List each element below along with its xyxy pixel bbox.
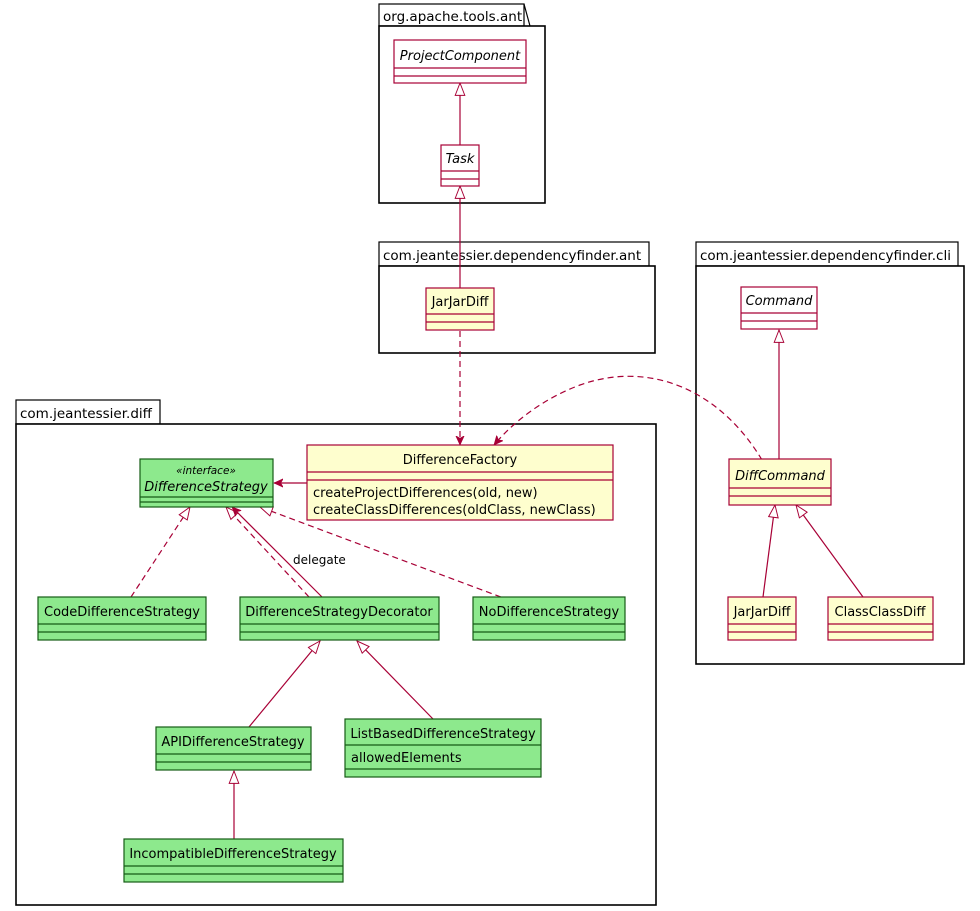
class-no-difference-strategy[interactable]: NoDifferenceStrategy (472, 596, 626, 641)
method-create-project-differences: createProjectDifferences(old, new) (313, 486, 538, 501)
realization-code-strategy (130, 507, 190, 598)
package-label: com.jeantessier.dependencyfinder.ant (383, 248, 641, 264)
class-name: ListBasedDifferenceStrategy (350, 727, 536, 742)
class-name: APIDifferenceStrategy (161, 735, 305, 750)
class-name: JarJarDiff (733, 605, 792, 620)
association-decorator-strategy (232, 507, 323, 598)
package-label: org.apache.tools.ant (383, 9, 522, 25)
package-label: com.jeantessier.diff (20, 406, 153, 422)
class-name: IncompatibleDifferenceStrategy (129, 847, 337, 862)
relations: delegate (130, 83, 864, 839)
class-name: DiffCommand (735, 469, 826, 484)
field-allowed-elements: allowedElements (351, 751, 462, 766)
delegate-label: delegate (293, 553, 346, 567)
method-create-class-differences: createClassDifferences(oldClass, newClas… (313, 503, 596, 518)
class-diff-command[interactable]: DiffCommand (728, 458, 832, 506)
class-name: Task (446, 152, 475, 167)
generalization-listbased-decorator (357, 641, 434, 720)
package-dependencyfinder-ant: com.jeantessier.dependencyfinder.ant (378, 241, 656, 354)
class-difference-factory[interactable]: DifferenceFactory createProjectDifferenc… (306, 444, 614, 521)
class-name: ProjectComponent (400, 49, 521, 64)
class-jarjardiff-cli[interactable]: JarJarDiff (727, 596, 797, 641)
class-name: Command (746, 294, 814, 309)
class-name: JarJarDiff (431, 295, 490, 310)
class-classclassdiff[interactable]: ClassClassDiff (827, 596, 934, 641)
class-project-component[interactable]: ProjectComponent (393, 39, 527, 84)
class-task[interactable]: Task (440, 144, 480, 187)
class-name: NoDifferenceStrategy (479, 605, 620, 620)
class-name: DifferenceStrategy (144, 480, 268, 495)
generalization-api-decorator (248, 641, 320, 728)
class-code-difference-strategy[interactable]: CodeDifferenceStrategy (37, 596, 207, 641)
class-api-difference-strategy[interactable]: APIDifferenceStrategy (155, 726, 312, 771)
package-label: com.jeantessier.dependencyfinder.cli (700, 248, 951, 264)
class-difference-strategy[interactable]: «interface» DifferenceStrategy (139, 458, 274, 508)
class-name: DifferenceStrategyDecorator (245, 605, 433, 620)
realization-decorator-strategy (226, 507, 310, 598)
class-difference-strategy-decorator[interactable]: DifferenceStrategyDecorator (239, 596, 440, 641)
generalization-jarjardiff-diffcommand (762, 505, 775, 598)
class-list-based-difference-strategy[interactable]: ListBasedDifferenceStrategy allowedEleme… (344, 718, 542, 778)
class-name: DifferenceFactory (403, 453, 518, 468)
class-name: ClassClassDiff (835, 605, 927, 620)
class-command[interactable]: Command (740, 286, 818, 330)
stereotype-label: «interface» (176, 465, 236, 477)
dependency-diffcommand-differencefactory (494, 375, 763, 461)
class-incompatible-difference-strategy[interactable]: IncompatibleDifferenceStrategy (123, 838, 344, 883)
class-jarjardiff-ant[interactable]: JarJarDiff (425, 287, 495, 331)
class-name: CodeDifferenceStrategy (44, 605, 200, 620)
generalization-classclassdiff-diffcommand (796, 505, 864, 598)
realization-nodifference-strategy (260, 507, 502, 598)
